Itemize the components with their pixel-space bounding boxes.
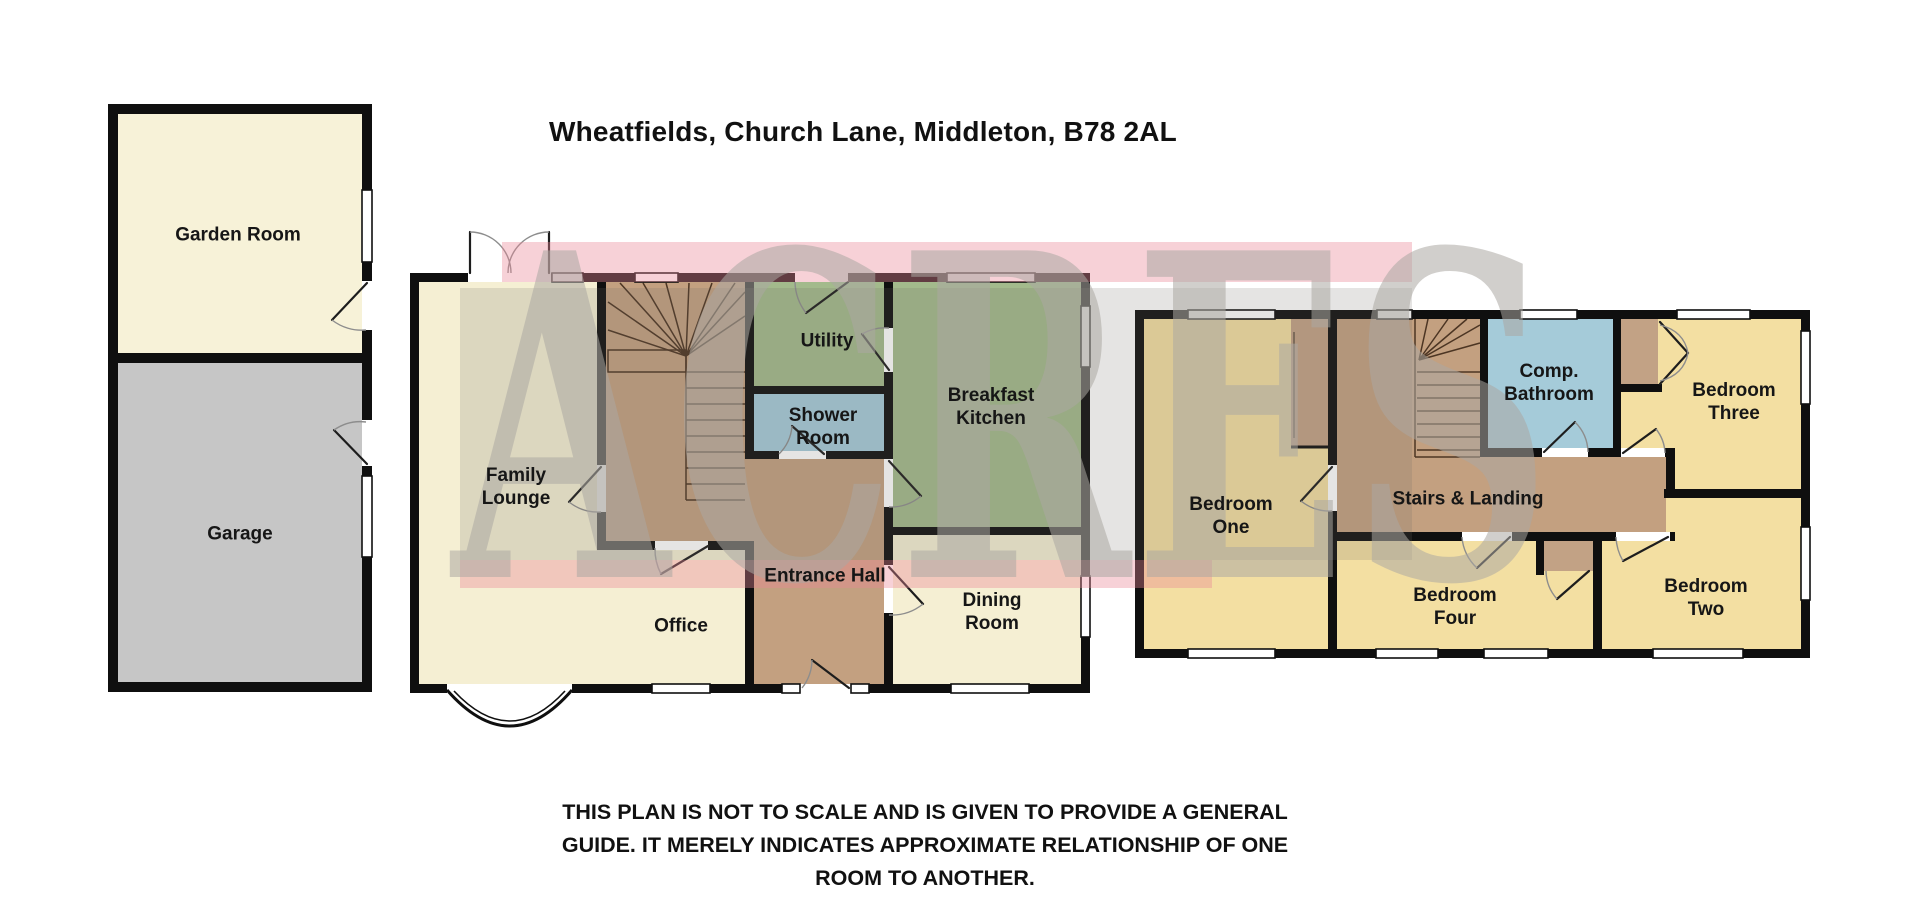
closet-door bbox=[1555, 569, 1591, 601]
bedroom-four-window-right bbox=[1483, 648, 1549, 659]
kitchen-door bbox=[887, 459, 923, 498]
room-label-dining-room: Dining Room bbox=[962, 590, 1022, 634]
watermark-stripe-bottom bbox=[460, 560, 1212, 588]
office-floor bbox=[600, 546, 750, 688]
garage-floor bbox=[112, 358, 362, 688]
bedroom-two-east-window bbox=[1800, 526, 1811, 601]
office-door bbox=[659, 544, 710, 576]
bedroom-one-door bbox=[1299, 465, 1334, 503]
room-label-family-lounge: Family Lounge bbox=[481, 465, 551, 509]
front-door-sidelight-left bbox=[781, 683, 801, 694]
lounge-top-window bbox=[551, 272, 584, 283]
landing-window bbox=[1376, 309, 1413, 320]
first-floor-plan bbox=[1135, 309, 1811, 659]
room-label-bedroom-four: Bedroom Four bbox=[1413, 585, 1497, 629]
shower-room-floor bbox=[749, 390, 889, 454]
cupboard-floor bbox=[1617, 319, 1658, 386]
french-doors bbox=[468, 230, 551, 275]
room-label-office: Office bbox=[654, 615, 708, 637]
stairs-top-window bbox=[634, 272, 679, 283]
bedroom-one-top-window bbox=[1187, 309, 1276, 320]
cupboard-bifold-doors bbox=[1658, 320, 1690, 386]
garden-room-door bbox=[330, 281, 369, 322]
dining-bottom-window bbox=[950, 683, 1030, 694]
bedroom-four-window-left bbox=[1375, 648, 1439, 659]
bathroom-window bbox=[1519, 309, 1578, 320]
bedroom-four-closet-floor bbox=[1544, 541, 1593, 571]
room-label-entrance-hall: Entrance Hall bbox=[764, 565, 886, 587]
entrance-hall-floor bbox=[600, 278, 893, 688]
watermark: ACRES bbox=[448, 157, 1556, 683]
room-label-utility: Utility bbox=[800, 330, 854, 352]
bay-window bbox=[445, 689, 574, 728]
kitchen-east-window bbox=[1080, 305, 1091, 368]
dining-room-floor bbox=[888, 527, 1086, 688]
garage-door bbox=[332, 428, 369, 466]
ground-floor-stairs bbox=[607, 282, 746, 501]
garden-room-window bbox=[361, 189, 373, 263]
garden-garage-divider-wall bbox=[108, 353, 372, 363]
room-label-comp-bathroom: Comp. Bathroom bbox=[1504, 361, 1594, 405]
outbuilding-plan bbox=[108, 104, 373, 692]
bedroom-four-door bbox=[1475, 535, 1512, 570]
room-label-breakfast-kitchen: Breakfast Kitchen bbox=[947, 385, 1035, 429]
disclaimer-text: THIS PLAN IS NOT TO SCALE AND IS GIVEN T… bbox=[561, 800, 1289, 890]
bedroom-three-top-window bbox=[1676, 309, 1751, 320]
utility-floor bbox=[749, 278, 889, 393]
comp-bathroom-floor bbox=[1488, 319, 1613, 448]
bedroom-three-door bbox=[1621, 427, 1658, 455]
first-floor-stairs bbox=[1414, 318, 1481, 458]
family-lounge-door bbox=[567, 465, 603, 504]
breakfast-kitchen-floor bbox=[888, 278, 1086, 528]
bedroom-two-door bbox=[1621, 535, 1670, 563]
garden-room-floor bbox=[112, 108, 362, 360]
garage-window bbox=[361, 475, 373, 558]
room-label-bedroom-three: Bedroom Three bbox=[1692, 380, 1776, 424]
room-label-garage: Garage bbox=[207, 523, 273, 545]
utility-back-door bbox=[804, 280, 850, 315]
watermark-band bbox=[460, 288, 1412, 560]
room-label-bedroom-one: Bedroom One bbox=[1189, 494, 1273, 538]
room-label-garden-room: Garden Room bbox=[175, 224, 301, 246]
bedroom-three-floor bbox=[1617, 319, 1801, 489]
comp-bathroom-door bbox=[1542, 420, 1577, 454]
bedroom-one-bottom-window bbox=[1187, 648, 1276, 659]
office-window bbox=[651, 683, 711, 694]
watermark-stripe-top bbox=[502, 242, 1412, 282]
dining-east-window bbox=[1080, 575, 1091, 638]
kitchen-top-window bbox=[946, 272, 1036, 283]
ground-floor-plan bbox=[410, 230, 1091, 728]
family-lounge-floor bbox=[415, 278, 610, 688]
shower-room-door bbox=[790, 424, 826, 456]
room-label-shower-room: Shower Room bbox=[788, 405, 858, 449]
dining-room-door bbox=[887, 565, 925, 606]
utility-kitchen-door bbox=[860, 332, 891, 372]
front-door-sidelight-right bbox=[850, 683, 870, 694]
front-door bbox=[810, 658, 851, 690]
room-label-bedroom-two: Bedroom Two bbox=[1664, 576, 1748, 620]
bedroom-one-wardrobe bbox=[1291, 319, 1328, 447]
page-title: Wheatfields, Church Lane, Middleton, B78… bbox=[549, 116, 1177, 147]
watermark-text: ACRES bbox=[448, 157, 1556, 683]
bedroom-three-east-window bbox=[1800, 330, 1811, 405]
bedroom-two-bottom-window bbox=[1652, 648, 1744, 659]
room-label-stairs-landing: Stairs & Landing bbox=[1392, 488, 1544, 510]
